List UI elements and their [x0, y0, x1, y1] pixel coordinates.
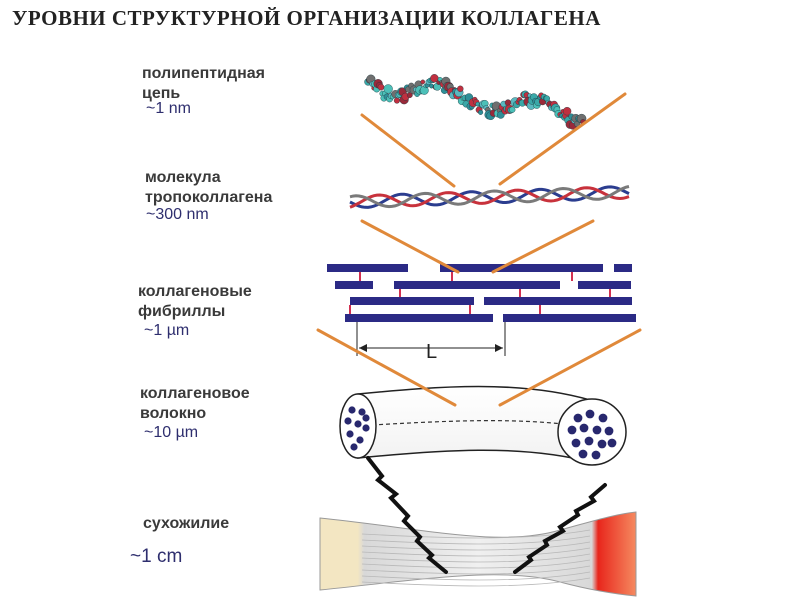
level-fiber-label: коллагеновое волокно — [140, 384, 250, 424]
polypeptide-chain-illustration — [364, 74, 587, 130]
tendon-label-line1: сухожилие — [143, 515, 230, 532]
fibril-dot — [358, 408, 366, 416]
fibril-dot — [598, 413, 608, 423]
tendon-fiber-line — [361, 577, 591, 587]
chain-atom — [383, 84, 393, 94]
collagen-fibrils-illustration — [327, 264, 636, 322]
chain-atom — [504, 99, 512, 106]
fibril-dot — [584, 436, 594, 446]
fibril-dot — [354, 420, 362, 428]
fiber-label-line1: коллагеновое — [140, 385, 250, 402]
tendon-fiber-line — [361, 529, 591, 539]
fibril-bar — [484, 297, 632, 305]
tropocollagen-triple-helix — [349, 185, 630, 209]
fiber-dashed-axis — [371, 420, 581, 427]
fibril-dot — [573, 413, 583, 423]
tendon-fiber-line — [361, 541, 591, 551]
connector-chain-left — [360, 113, 456, 188]
chain-atom — [406, 92, 413, 99]
tendon-fiber-line — [361, 547, 591, 557]
level-polypeptide-label: полипептидная цепь — [142, 64, 265, 104]
period-arrowhead-right — [495, 344, 503, 352]
tendon-illustration — [319, 511, 637, 597]
collagen-fiber-illustration — [339, 385, 627, 466]
period-label: L — [426, 341, 437, 363]
fiber-right-fibril-dots — [567, 409, 617, 460]
connector-fiber-right — [513, 483, 607, 574]
chain-atom — [457, 85, 464, 93]
fibril-dot — [607, 438, 617, 448]
level-tendon-label: сухожилие — [143, 514, 229, 534]
connector-fiber-left — [366, 456, 448, 574]
connector-lines — [316, 92, 642, 574]
fiber-left-fibril-dots — [344, 406, 370, 451]
tendon-fiber-line — [361, 535, 591, 545]
fibril-dot — [592, 425, 602, 435]
chain-atom — [478, 109, 484, 115]
tendon-fiber-line — [361, 559, 591, 569]
connector-helix-left — [360, 219, 460, 274]
page-title: УРОВНИ СТРУКТУРНОЙ ОРГАНИЗАЦИИ КОЛЛАГЕНА — [12, 6, 601, 30]
connector-chain-right — [498, 92, 627, 186]
chain-atom — [393, 97, 400, 104]
fibril-dot — [362, 414, 370, 422]
fibril-dot — [356, 436, 364, 444]
tendon-fiber-line — [361, 553, 591, 563]
polypeptide-label-line2: цепь — [142, 85, 181, 102]
tropocollagen-label-line2: тропоколлагена — [145, 189, 273, 206]
fibril-dot — [350, 443, 358, 451]
fibril-label-line2: фибриллы — [138, 303, 226, 320]
polypeptide-size: ~1 nm — [146, 100, 191, 117]
period-arrowhead-left — [359, 344, 367, 352]
fibril-dot — [567, 425, 577, 435]
fibril-dot — [585, 409, 595, 419]
fibril-dot — [362, 424, 370, 432]
fibril-bar — [335, 281, 373, 289]
helix-strand-3 — [349, 185, 630, 209]
fibril-dot — [344, 417, 352, 425]
fibril-dot — [591, 450, 601, 460]
polypeptide-label-line1: полипептидная — [142, 65, 265, 82]
helix-strand-2 — [349, 186, 630, 209]
fibril-dot — [348, 406, 356, 414]
fiber-tube-body — [357, 385, 591, 463]
fibril-dot — [571, 438, 581, 448]
tropocollagen-size: ~300 nm — [146, 206, 209, 223]
fibril-dot — [346, 430, 354, 438]
fibril-bar — [327, 264, 408, 272]
fibril-label-line1: коллагеновые — [138, 283, 252, 300]
helix-strand-1 — [349, 185, 630, 209]
period-marker: L — [356, 322, 506, 363]
fibril-dot — [578, 449, 588, 459]
fibril-size: ~1 µm — [144, 322, 190, 339]
fibril-dot — [597, 439, 607, 449]
chain-atom — [420, 79, 426, 85]
fibril-bar — [394, 281, 560, 289]
fibril-bar — [440, 264, 603, 272]
chain-atom — [562, 106, 572, 116]
level-tropocollagen-label: молекула тропоколлагена — [145, 168, 272, 208]
tendon-fiber-texture — [361, 529, 591, 587]
tendon-fiber-line — [361, 571, 591, 581]
chain-atom — [509, 106, 516, 113]
tendon-fiber-line — [361, 565, 591, 575]
fibril-bar — [578, 281, 631, 289]
tropocollagen-label-line1: молекула — [145, 169, 221, 186]
fibril-bar — [345, 314, 493, 322]
fibril-bar — [503, 314, 636, 322]
fiber-size: ~10 µm — [144, 424, 199, 441]
fibril-dot — [579, 423, 589, 433]
level-fibril-label: коллагеновые фибриллы — [138, 282, 252, 322]
connector-fibril-right — [498, 328, 642, 407]
fibril-bar — [350, 297, 474, 305]
chain-atom — [377, 83, 385, 91]
connector-fibril-left — [316, 328, 457, 407]
fibril-bar — [614, 264, 632, 272]
connector-helix-right — [491, 219, 595, 274]
fibril-dot — [604, 426, 614, 436]
tendon-size: ~1 cm — [130, 546, 183, 567]
fiber-label-line2: волокно — [140, 405, 207, 422]
